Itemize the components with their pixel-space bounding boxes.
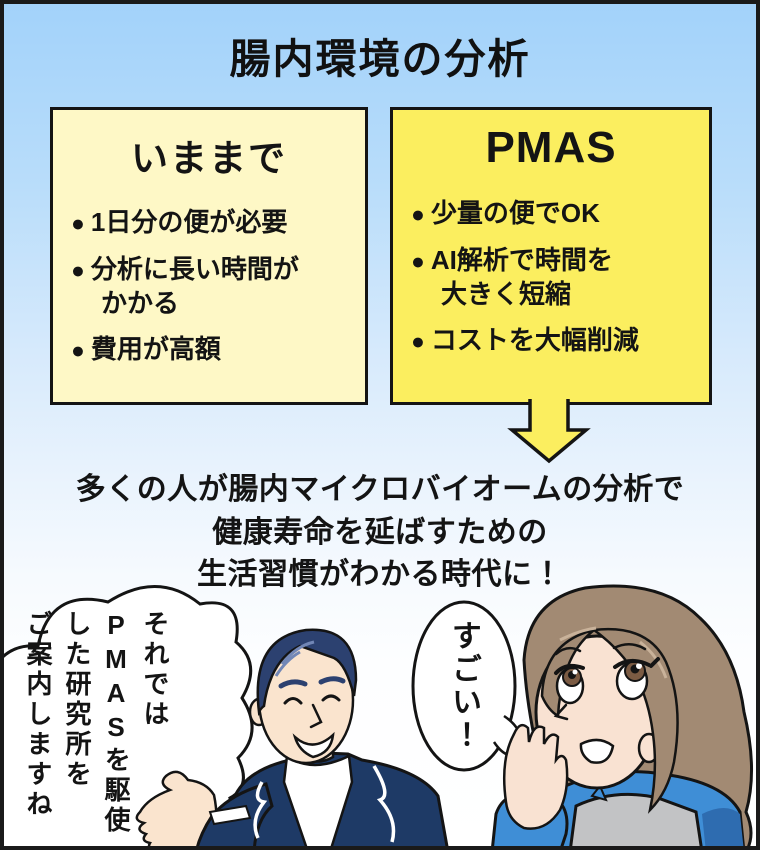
- panel-before-heading: いままで: [131, 138, 287, 179]
- panel-pmas-bullet-list: ●少量の便でOK●AI解析で時間を 大きく短縮●コストを大幅削減: [393, 197, 709, 358]
- man-neck: [301, 734, 335, 763]
- down-arrow-icon: [507, 399, 591, 464]
- bullet-item: ●AI解析で時間を 大きく短縮: [411, 244, 699, 312]
- woman-hair-back: [522, 584, 754, 850]
- woman-bangs-left: [540, 628, 595, 719]
- bullet-item: ●コストを大幅削減: [411, 324, 699, 358]
- woman-hair-highlight: [559, 626, 668, 679]
- woman-eye-highlight: [572, 669, 578, 675]
- man-eyebrow: [318, 676, 346, 685]
- man-nose: [309, 703, 323, 729]
- bullet-item: ●1日分の便が必要: [71, 206, 355, 240]
- woman-top: [568, 792, 704, 850]
- woman-iris: [624, 660, 646, 682]
- woman-jacket-shade: [702, 808, 744, 850]
- panel-pmas-heading: PMAS: [485, 123, 617, 172]
- bullet-icon: ●: [411, 328, 425, 355]
- woman-eye-highlight: [636, 663, 642, 669]
- man-lapel-highlight: [372, 765, 396, 843]
- bullet-text: 費用が高額: [90, 334, 221, 365]
- woman-face: [534, 634, 660, 790]
- woman-eye: [615, 661, 649, 701]
- bullet-item: ●費用が高額: [71, 333, 355, 367]
- woman-eyelash: [554, 663, 585, 675]
- man-speech-text: それでは PMASを駆使 した研究所を ご案内しますね: [23, 610, 170, 836]
- panel-pmas: PMAS ●少量の便でOK●AI解析で時間を 大きく短縮●コストを大幅削減: [390, 107, 712, 405]
- woman-iris: [562, 667, 582, 687]
- bullet-icon: ●: [71, 256, 85, 283]
- woman-pupil: [568, 671, 576, 679]
- bullet-text: 1日分の便が必要: [90, 207, 288, 237]
- woman-jacket: [538, 770, 746, 850]
- woman-nose: [553, 703, 569, 721]
- woman-pupil: [630, 664, 640, 674]
- page-title: 腸内環境の分析: [229, 36, 531, 82]
- woman-ear: [637, 732, 661, 764]
- woman-neck: [580, 756, 628, 812]
- conclusion-line: 多くの人が腸内マイクロバイオームの分析で: [75, 473, 685, 506]
- bullet-text: 分析に長い時間が かかる: [90, 253, 299, 318]
- bullet-icon: ●: [71, 210, 85, 236]
- conclusion-line: 生活習慣がわかる時代に！: [197, 558, 563, 592]
- woman-eyelash: [613, 657, 660, 669]
- woman-eye: [555, 667, 585, 705]
- man-eye-closed: [321, 694, 341, 702]
- woman-mouth: [579, 738, 615, 764]
- bullet-icon: ●: [411, 201, 425, 227]
- woman-collar-tip: [590, 784, 608, 802]
- man-mouth: [292, 731, 335, 759]
- bullet-item: ●分析に長い時間が かかる: [71, 253, 355, 321]
- woman-speech-text: すごい！: [447, 620, 480, 752]
- woman-bangs-right: [590, 627, 679, 814]
- bullet-item: ●少量の便でOK: [411, 197, 699, 231]
- conclusion-text: 多くの人が腸内マイクロバイオームの分析で健康寿命を延ばすための生活習慣がわかる時…: [0, 469, 760, 597]
- woman-eyebrow: [554, 646, 582, 656]
- woman-illustration: [490, 584, 754, 850]
- conclusion-line: 健康寿命を延ばすための: [212, 515, 548, 549]
- woman-sleeve: [490, 792, 569, 850]
- bullet-icon: ●: [71, 337, 85, 364]
- bullet-text: コストを大幅削減: [430, 325, 639, 356]
- woman-eyebrow: [612, 643, 647, 651]
- panel-before: いままで ●1日分の便が必要●分析に長い時間が かかる●費用が高額: [50, 107, 368, 405]
- bullet-icon: ●: [411, 247, 425, 274]
- bullet-text: 少量の便でOK: [430, 198, 600, 228]
- panel-before-bullet-list: ●1日分の便が必要●分析に長い時間が かかる●費用が高額: [53, 206, 365, 367]
- bullet-text: AI解析で時間を 大きく短縮: [430, 244, 613, 309]
